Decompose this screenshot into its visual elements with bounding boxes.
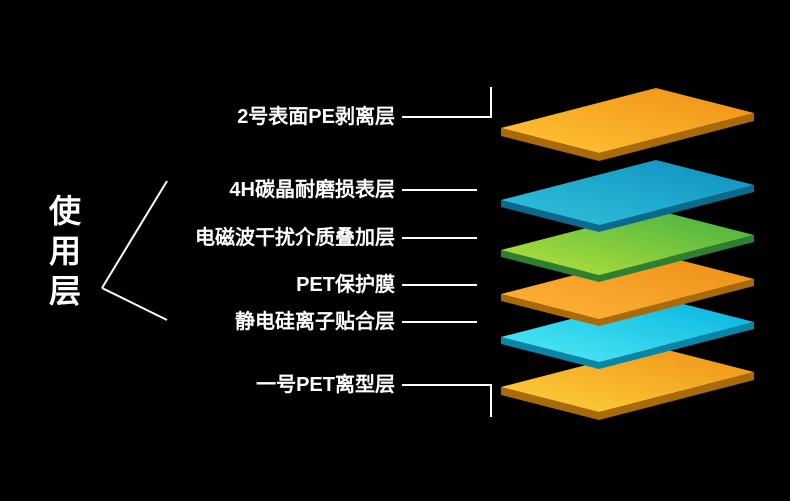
label-static-silicon: 静电硅离子贴合层	[235, 311, 395, 333]
sheet-side	[501, 372, 754, 420]
sheet-top	[501, 160, 754, 225]
layer-emi-medium-sheet	[501, 210, 754, 282]
label-carbon-crystal: 4H碳晶耐磨损表层	[229, 179, 395, 201]
sheet-top	[501, 297, 754, 362]
sheet-side	[501, 113, 754, 161]
sheet-side	[501, 279, 754, 326]
page-title: 使用层	[45, 194, 81, 314]
sheet-side	[501, 235, 754, 282]
layer-pet-release-sheet	[501, 347, 754, 420]
label-pet-protect: PET保护膜	[296, 274, 395, 296]
label-pet-release: 一号PET离型层	[256, 374, 395, 396]
sheet-side	[501, 185, 754, 232]
layer-surface-pe-peel-sheet	[501, 88, 754, 161]
sheet-top	[501, 347, 754, 412]
sheet-top	[501, 254, 754, 319]
sheet-top	[501, 210, 754, 275]
label-surface-pe-peel: 2号表面PE剥离层	[237, 106, 395, 128]
sheet-top	[501, 88, 754, 153]
connector-line-group	[101, 87, 492, 417]
layer-carbon-crystal-sheet	[501, 160, 754, 232]
layer-static-silicon-sheet	[501, 297, 754, 369]
sheet-side	[501, 322, 754, 369]
layer-stack	[501, 88, 754, 420]
layer-pet-protect-sheet	[501, 254, 754, 326]
label-emi-medium: 电磁波干扰介质叠加层	[195, 227, 395, 249]
